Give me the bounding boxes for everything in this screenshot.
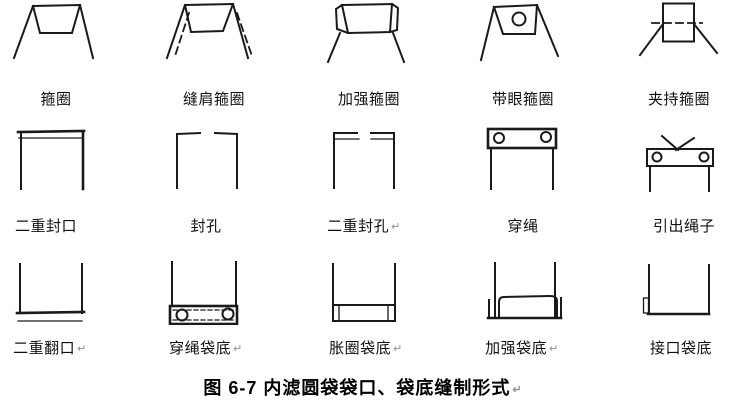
label-text: 箍圈 xyxy=(40,91,72,108)
label-text: 二重封孔 xyxy=(327,218,390,235)
label-sewn-shoulder-hoop: 缝肩箍圈 xyxy=(150,88,280,109)
label-text: 二重翻口 xyxy=(13,340,76,357)
double-fold-bottom-icon xyxy=(15,263,86,322)
clamp-hoop-icon xyxy=(638,2,719,57)
label-eyelet-hoop: 带眼箍圈 xyxy=(459,88,589,109)
label-text: 带眼箍圈 xyxy=(491,91,554,108)
label-reinforced-bottom: 加强袋底↵ xyxy=(457,337,587,358)
return-mark: ↵ xyxy=(549,343,559,355)
label-clamp-hoop: 夹持箍圈 xyxy=(615,88,741,109)
label-double-seal-hole: 二重封孔↵ xyxy=(299,215,429,236)
label-text: 封孔 xyxy=(190,218,222,235)
joint-bottom-icon xyxy=(642,264,711,316)
rope-threaded-mouth-icon xyxy=(486,127,558,190)
label-text: 加强箍圈 xyxy=(337,91,400,108)
double-seal-hole-icon xyxy=(333,132,395,189)
label-text: 夹持箍圈 xyxy=(647,91,710,108)
label-expansion-ring-bottom: 胀圈袋底↵ xyxy=(301,337,431,358)
hoop-ring-icon xyxy=(12,3,95,60)
return-mark: ↵ xyxy=(391,221,401,233)
label-text: 穿绳 xyxy=(507,218,539,235)
reinforced-bottom-icon xyxy=(486,262,563,320)
label-reinforced-hoop: 加强箍圈 xyxy=(305,88,435,109)
label-text: 胀圈袋底 xyxy=(329,340,392,357)
label-double-fold-bottom: 二重翻口↵ xyxy=(0,337,115,358)
seal-hole-icon xyxy=(175,131,239,189)
label-rope-threaded-bottom: 穿绳袋底↵ xyxy=(141,337,271,358)
sewn-shoulder-hoop-icon xyxy=(165,2,254,60)
label-seal-hole: 封孔 xyxy=(142,215,272,236)
return-mark: ↵ xyxy=(512,384,523,396)
figure-caption: 图 6-7 内滤圆袋袋口、袋底缝制形式↵ xyxy=(0,374,726,400)
label-double-seal: 二重封口 xyxy=(0,215,112,236)
label-joint-bottom: 接口袋底 xyxy=(617,337,741,358)
label-rope-leadout: 引出绳子 xyxy=(620,215,741,236)
return-mark: ↵ xyxy=(233,343,243,355)
label-hoop-ring: 箍圈 xyxy=(0,88,122,109)
label-text: 二重封口 xyxy=(14,218,77,235)
reinforced-hoop-icon xyxy=(326,2,406,64)
rope-threaded-bottom-icon xyxy=(168,261,239,325)
label-text: 加强袋底 xyxy=(485,340,548,357)
label-text: 缝肩箍圈 xyxy=(182,91,245,108)
return-mark: ↵ xyxy=(393,343,403,355)
expansion-ring-bottom-icon xyxy=(332,263,396,322)
label-text: 穿绳袋底 xyxy=(169,340,232,357)
return-mark: ↵ xyxy=(77,343,87,355)
double-seal-icon xyxy=(16,129,86,191)
label-text: 接口袋底 xyxy=(649,340,712,357)
figure-caption-text: 图 6-7 内滤圆袋袋口、袋底缝制形式 xyxy=(203,378,511,398)
label-rope-threaded-mouth: 穿绳 xyxy=(459,215,589,236)
rope-leadout-icon xyxy=(646,134,714,192)
label-text: 引出绳子 xyxy=(652,218,715,235)
eyelet-hoop-icon xyxy=(479,3,560,62)
